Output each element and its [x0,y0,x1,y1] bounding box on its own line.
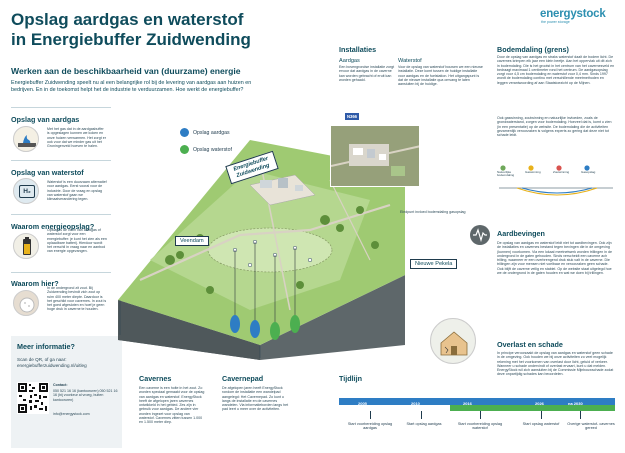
subsidence-text: Door de opslag van aardgas en straks wat… [497,55,615,85]
installation-site [249,174,316,206]
hydrogen-dot-icon [180,145,189,154]
road-sign: N366 [345,113,360,120]
timeline-event-2: Start opslag aardgas [406,422,442,426]
salt-icon [13,290,39,316]
subsidence-graph-labels: Natuurlijke bodemdaling Gaswinning Zoutw… [497,170,615,178]
timeline-event-1: Start voorbereiding opslag aardgas [347,422,393,431]
timeline-year-2030: na 2030 [568,401,583,406]
timeline-year-2010: 2010 [411,401,420,406]
subsidence-boundary [207,227,333,273]
legend-hydrogen: Opslag waterstof [180,145,232,154]
timeline-year-2026: 2026 [535,401,544,406]
earthquake-icon [470,225,490,245]
caverns-text: Een caverne is een holte in het zout. Zo… [139,386,205,425]
aerial-photo [330,125,420,187]
graph-label-natural: Natuurlijke bodemdaling [497,170,515,178]
installaties-gas-heading: Aardgas [339,58,360,64]
subsidence-text-2: Ook gaswinning, zoutwinning en natuurlij… [497,116,612,138]
timeline-bar-gas [339,398,615,405]
timeline-event-5: Overige waterstof- cavernes gereed [567,422,615,431]
house-damage-icon [430,318,476,364]
intro-text: Energiebuffer Zuidwending speelt nu al e… [11,80,252,93]
hydrogen-storage-text: Waterstof is een duurzaam alternatief vo… [47,180,107,202]
caverns-heading: Cavernes [139,374,172,383]
nuisance-text: In principe veroorzaakt de opslag van aa… [497,351,614,377]
more-info-heading: Meer informatie? [17,342,75,351]
energy-buffer-map [118,140,405,360]
legend-gas: Opslag aardgas [180,128,230,137]
label-veendam: Veendam [175,236,209,246]
stove-flame-icon [13,126,39,152]
why-here-text: In de ondergrond zit zout. Bij Zuidwendi… [47,286,107,312]
earthquakes-heading: Aardbevingen [497,229,545,238]
label-nieuwe-pekela: Nieuwe Pekela [410,259,458,269]
brand-tagline: the power storage [541,20,570,24]
installaties-h2-text: Voor de opslag van waterstof bouwen we e… [398,65,483,87]
graph-label-gaswinning: Gaswinning [525,170,541,174]
installaties-gas-text: Een bovengrondse installatie zorgt ervoo… [339,65,395,82]
contact-text: 050 521 16 16 (kantooruren) 050 521 16 1… [53,389,118,402]
hydrogen-icon: H₂ [13,178,39,204]
graph-label-zoutwinning: Zoutwinning [553,170,570,174]
why-storage-heading: Waarom energieopslag? [11,222,95,231]
timeline-bar-hydrogen [450,405,615,411]
why-here-heading: Waarom hier? [11,279,59,288]
gas-storage-heading: Opslag van aardgas [11,115,80,124]
earthquakes-text: De opslag van aardgas en waterstof leidt… [497,241,612,276]
contact-email[interactable]: info@energystock.com [53,412,90,416]
timeline-event-4: Start opslag waterstof [522,422,560,426]
subsidence-caption: Eindpunt invloed bodemdaling gasopslag [400,210,466,214]
subsidence-graph [497,162,615,204]
legend-gas-label: Opslag aardgas [193,129,230,136]
timeline-heading: Tijdlijn [339,374,363,383]
page-title-line2: in Energiebuffer Zuidwending [11,30,251,49]
more-info-text: Scan de QR, of ga naar: energiebufferzui… [17,357,87,368]
qr-code[interactable] [17,382,49,414]
legend-h2-label: Opslag waterstof [193,146,232,153]
contact-heading: Contact: [53,383,68,387]
page-title-line1: Opslag aardgas en waterstof [11,10,244,29]
installaties-h2-heading: Waterstof [398,58,422,64]
h2-badge: H₂ [19,185,35,198]
gas-storage-text: Met het gas dat in de aardgasbuffer is o… [47,127,106,149]
nuisance-heading: Overlast en schade [497,340,563,349]
timeline-year-2005: 2005 [358,401,367,406]
hydrogen-storage-heading: Opslag van waterstof [11,168,84,177]
cavern-path-heading: Cavernepad [222,374,264,383]
timeline-year-2016: 2016 [463,401,472,406]
timeline-event-3: Start voorbereiding opslag waterstof [457,422,503,431]
brand-logo: energystock the power storage [540,8,606,24]
gas-dot-icon [180,128,189,137]
brand-name: energystock [540,8,606,20]
cavern-path-text: De afgelopen jaren heeft EnergyStock ron… [222,386,289,412]
why-storage-text: Opslag is de vorm van aardgas of waterst… [47,228,107,254]
subsidence-heading: Bodemdaling (grens) [497,45,569,54]
battery-icon [13,233,39,259]
graph-label-gasopslag: Gasopslag [581,170,596,174]
caverns [230,315,300,340]
installaties-heading: Installaties [339,45,377,54]
intro-heading: Werken aan de beschikbaarheid van (duurz… [11,66,241,76]
